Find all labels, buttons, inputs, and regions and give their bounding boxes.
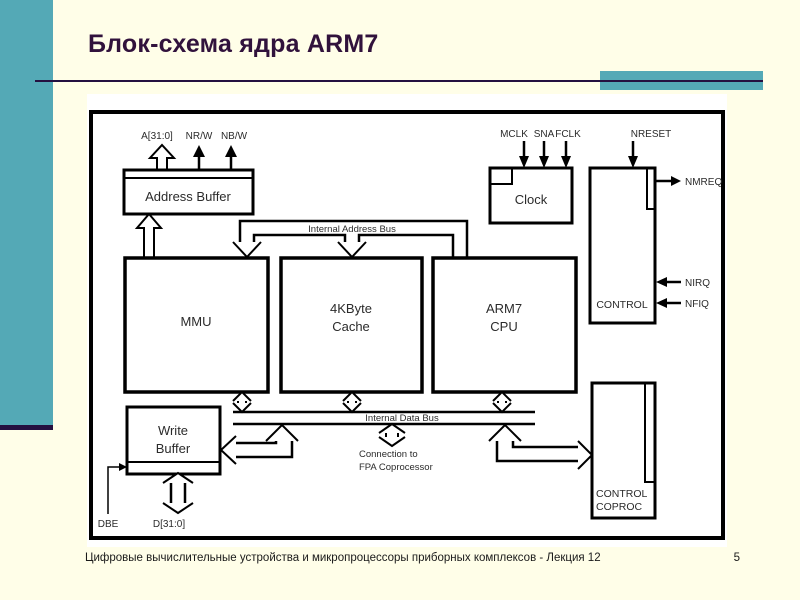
control-notch bbox=[646, 168, 655, 210]
address-bus-arrowhead-cache-icon bbox=[337, 241, 367, 259]
write-buffer-box: Write Buffer bbox=[125, 405, 222, 476]
databus-coproc-path-icon bbox=[488, 423, 594, 470]
slide-title: Блок-схема ядра ARM7 bbox=[88, 30, 379, 58]
clock-notch bbox=[490, 168, 513, 185]
cache-label-line2: Cache bbox=[332, 319, 370, 334]
fpa-connection-stub-icon bbox=[378, 422, 406, 448]
address-bus-arrowhead-mmu-icon bbox=[232, 241, 262, 259]
page-number: 5 bbox=[733, 552, 740, 564]
signal-dbe-label: DBE bbox=[98, 519, 119, 530]
clock-input-signals: MCLK SNA FCLK bbox=[500, 129, 581, 168]
dbe-arrowhead-icon bbox=[119, 463, 127, 471]
control-coproc-box: CONTROL COPROC bbox=[590, 381, 657, 520]
mmu-label: MMU bbox=[180, 314, 211, 329]
fpa-annotation-line1: Connection to bbox=[359, 449, 418, 460]
coproc-notch bbox=[644, 383, 655, 483]
signal-nreset-label: NRESET bbox=[631, 129, 672, 140]
left-accent-bar-underline bbox=[0, 425, 53, 430]
control-label: CONTROL bbox=[596, 299, 647, 311]
nmreq-arrowhead-icon bbox=[671, 176, 681, 186]
address-output-signals: A[31:0] NR/W NB/W bbox=[141, 131, 248, 170]
signal-sna-label: SNA bbox=[534, 129, 555, 140]
cpu-box: ARM7 CPU bbox=[431, 256, 578, 394]
write-buffer-label-line1: Write bbox=[158, 423, 188, 438]
signal-d-bus-label: D[31:0] bbox=[153, 519, 185, 530]
nreset-arrowhead-icon bbox=[628, 156, 638, 168]
control-box: CONTROL bbox=[588, 166, 657, 325]
mmu-to-address-buffer-arrow-icon bbox=[134, 212, 164, 258]
address-buffer-box: Address Buffer bbox=[122, 168, 255, 216]
mmu-databus-connector-icon bbox=[232, 390, 252, 414]
diagram-canvas: A[31:0] NR/W NB/W Address Buffer Clock bbox=[89, 110, 725, 540]
dbe-signal: DBE bbox=[98, 463, 127, 530]
signal-nirq-label: NIRQ bbox=[685, 278, 710, 289]
d-bus-arrow-icon bbox=[162, 471, 194, 515]
address-buffer-label: Address Buffer bbox=[145, 189, 231, 204]
databus-writebuffer-path-icon bbox=[219, 423, 299, 465]
signal-fclk-label: FCLK bbox=[555, 129, 581, 140]
fpa-annotation-line2: FPA Coprocessor bbox=[359, 462, 433, 473]
arm7-block-diagram: A[31:0] NR/W NB/W Address Buffer Clock bbox=[87, 94, 727, 547]
nfiq-arrowhead-icon bbox=[656, 298, 667, 308]
left-accent-bar bbox=[0, 0, 53, 425]
signal-nrw-label: NR/W bbox=[186, 131, 213, 142]
clock-label: Clock bbox=[515, 192, 548, 207]
internal-address-bus: Internal Address Bus bbox=[232, 219, 469, 259]
control-signals: NRESET NMREQ NIRQ NFIQ bbox=[628, 129, 722, 310]
diagram-frame bbox=[89, 110, 725, 540]
cache-box: 4KByte Cache bbox=[279, 256, 424, 394]
coproc-label-line1: CONTROL bbox=[596, 488, 647, 500]
cache-databus-connector-icon bbox=[342, 390, 362, 414]
internal-address-bus-label: Internal Address Bus bbox=[308, 224, 396, 235]
internal-data-bus-label: Internal Data Bus bbox=[365, 413, 439, 424]
cpu-label-line1: ARM7 bbox=[486, 301, 522, 316]
nrw-nbw-arrow-stems bbox=[197, 156, 233, 169]
signal-nbw-label: NB/W bbox=[221, 131, 248, 142]
signal-a-bus-label: A[31:0] bbox=[141, 131, 173, 142]
a-bus-up-arrow-icon bbox=[147, 143, 177, 170]
cpu-label-line2: CPU bbox=[490, 319, 517, 334]
coproc-label-line2: COPROC bbox=[596, 501, 643, 513]
clock-box: Clock bbox=[488, 166, 574, 225]
signal-nfiq-label: NFIQ bbox=[685, 299, 709, 310]
mmu-box: MMU bbox=[123, 256, 270, 394]
nirq-arrowhead-icon bbox=[656, 277, 667, 287]
nrw-nbw-arrowheads-icon bbox=[193, 145, 237, 157]
signal-nmreq-label: NMREQ bbox=[685, 177, 722, 188]
title-rule bbox=[35, 80, 763, 82]
write-buffer-label-line2: Buffer bbox=[156, 441, 191, 456]
cpu-databus-connector-icon bbox=[492, 390, 512, 414]
clock-arrowheads-icon bbox=[519, 156, 571, 168]
cache-label-line1: 4KByte bbox=[330, 301, 372, 316]
footer-text: Цифровые вычислительные устройства и мик… bbox=[85, 552, 601, 564]
signal-mclk-label: MCLK bbox=[500, 129, 528, 140]
internal-data-bus: Internal Data Bus bbox=[233, 410, 535, 426]
